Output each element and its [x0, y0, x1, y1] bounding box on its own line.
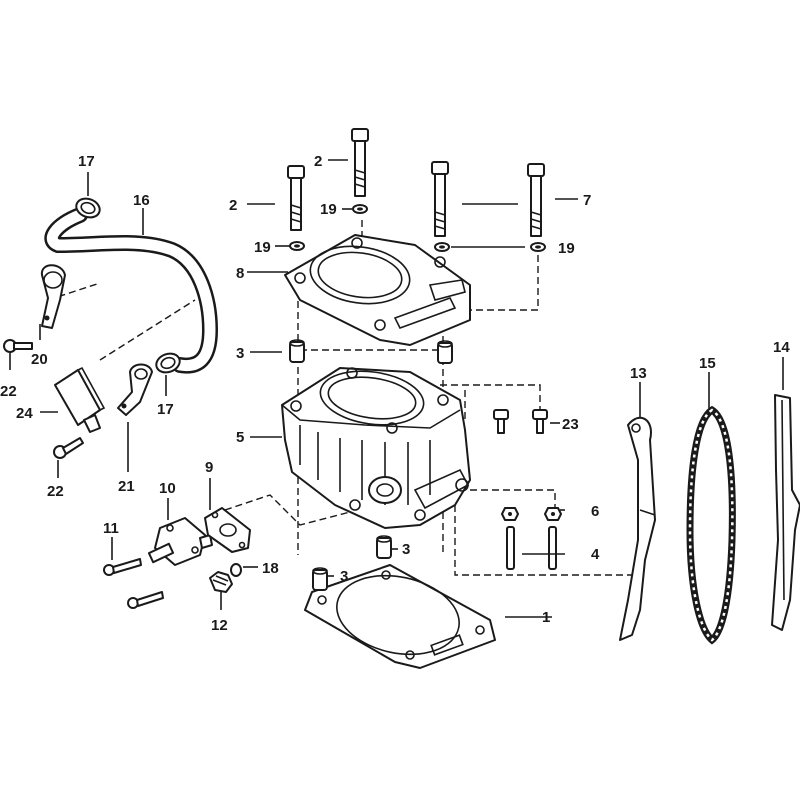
part-3-dowel-pin-lower-left[interactable] — [312, 567, 328, 591]
callout-3-upper: 3 — [236, 345, 244, 362]
callout-17-bottom: 17 — [157, 401, 174, 418]
callout-10: 10 — [159, 480, 176, 497]
callout-5: 5 — [236, 429, 244, 446]
callout-18: 18 — [262, 560, 279, 577]
part-4-stud-b[interactable] — [548, 526, 557, 570]
leader-lines — [9, 159, 784, 618]
callout-17-top: 17 — [78, 153, 95, 170]
part-11-bolt-upper[interactable] — [103, 558, 142, 576]
callout-11: 11 — [103, 520, 119, 537]
callout-16: 16 — [133, 192, 150, 209]
callout-9: 9 — [205, 459, 213, 476]
part-18-o-ring[interactable] — [230, 563, 242, 577]
callout-21: 21 — [118, 478, 135, 495]
callout-22-top: 22 — [0, 383, 17, 400]
part-4-stud-a[interactable] — [506, 526, 515, 570]
part-2-bolt-center[interactable] — [351, 128, 369, 197]
part-10-chain-tensioner[interactable] — [147, 517, 213, 566]
part-19-washer-left[interactable] — [289, 241, 305, 251]
part-2-bolt-left[interactable] — [287, 165, 305, 231]
part-3-dowel-pin-lower-right[interactable] — [376, 535, 392, 559]
part-22-screw-bottom[interactable] — [53, 437, 84, 459]
part-11-bolt-lower[interactable] — [127, 591, 164, 609]
part-12-plug[interactable] — [209, 571, 233, 593]
part-21-sensor-bracket[interactable] — [117, 363, 153, 416]
callout-8: 8 — [236, 265, 244, 282]
callout-1: 1 — [542, 609, 550, 626]
callout-12: 12 — [211, 617, 228, 634]
part-8-head-gasket[interactable] — [284, 234, 471, 346]
callout-24: 24 — [16, 405, 33, 422]
callout-2-center: 2 — [314, 153, 322, 170]
part-6-nut-a[interactable] — [501, 507, 519, 521]
part-23-bolt-a[interactable] — [493, 409, 509, 434]
part-24-sensor[interactable] — [54, 366, 106, 433]
callout-19-right: 19 — [558, 240, 575, 257]
part-19-washer-center[interactable] — [352, 204, 368, 214]
part-3-dowel-pin-upper-left[interactable] — [289, 339, 305, 363]
callout-2-left: 2 — [229, 197, 237, 214]
callout-23: 23 — [562, 416, 579, 433]
callout-7: 7 — [583, 192, 591, 209]
callout-4: 4 — [591, 546, 600, 563]
part-13-chain-guide[interactable] — [619, 416, 656, 641]
part-7-bolt-right-b[interactable] — [527, 163, 545, 237]
part-3-dowel-pin-upper-right[interactable] — [437, 340, 453, 364]
callout-19-center: 19 — [320, 201, 337, 218]
part-17-hose-clamp-top[interactable] — [74, 195, 103, 220]
callout-3-lower: 3 — [340, 568, 348, 585]
callout-22-bottom: 22 — [47, 483, 64, 500]
part-17-hose-clamp-bottom[interactable] — [154, 350, 183, 375]
part-20-hose-bracket[interactable] — [40, 264, 66, 329]
callout-15: 15 — [699, 355, 716, 372]
callout-19-left: 19 — [254, 239, 271, 256]
callout-14: 14 — [773, 339, 790, 356]
part-9-tensioner-gasket[interactable] — [204, 507, 251, 553]
part-5-cylinder-block[interactable] — [281, 365, 471, 529]
callout-labels: 1 2 2 3 3 3 4 5 6 7 8 9 10 11 12 13 14 1… — [0, 153, 790, 634]
part-14-tensioner-guide[interactable] — [771, 394, 800, 631]
callout-3-middle: 3 — [402, 541, 410, 558]
part-16-breather-hose[interactable] — [44, 207, 219, 374]
part-22-screw-top[interactable] — [3, 339, 33, 353]
part-23-bolt-b[interactable] — [532, 409, 548, 434]
part-7-bolt-right-a[interactable] — [431, 161, 449, 237]
part-19-washer-right-a[interactable] — [434, 242, 450, 252]
part-6-nut-b[interactable] — [544, 507, 562, 521]
callout-6: 6 — [591, 503, 599, 520]
part-19-washer-right-b[interactable] — [530, 242, 546, 252]
part-1-base-gasket[interactable] — [304, 564, 496, 669]
callout-13: 13 — [630, 365, 647, 382]
part-15-cam-chain[interactable] — [686, 405, 736, 645]
callout-20: 20 — [31, 351, 48, 368]
